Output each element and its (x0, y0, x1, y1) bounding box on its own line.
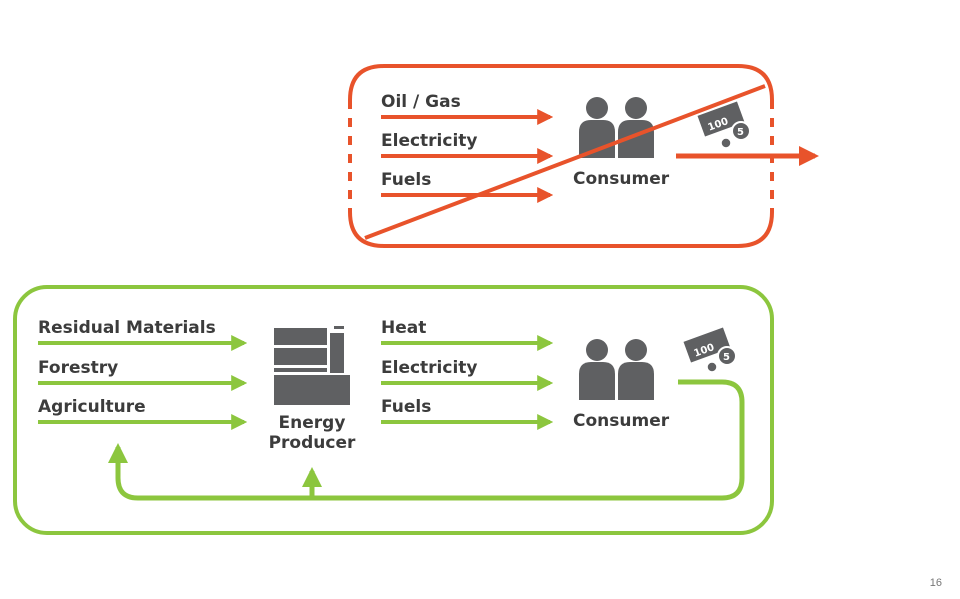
consumer-label: Consumer (573, 411, 670, 431)
regional-energy-system: Residual Materials Forestry Agriculture … (13, 285, 774, 535)
old-input-label-oil-gas: Oil / Gas (381, 92, 461, 112)
old-money-icon: 100 5 (697, 101, 751, 149)
old-input-label-fuels: Fuels (381, 170, 431, 190)
input-label-residual-materials: Residual Materials (38, 318, 216, 338)
consumer-people-icon (579, 339, 654, 400)
money-return-loop (108, 379, 745, 501)
producer-label-line1: Energy (279, 413, 346, 433)
output-label-electricity: Electricity (381, 358, 478, 378)
output-label-heat: Heat (381, 318, 426, 338)
output-label-fuels: Fuels (381, 397, 431, 417)
old-system-strike-line (364, 84, 766, 240)
old-system-box-solid (348, 64, 774, 248)
old-input-label-electricity: Electricity (381, 131, 478, 151)
input-label-forestry: Forestry (38, 358, 118, 378)
page-number: 16 (929, 577, 942, 589)
money-coin-value: 5 (723, 352, 730, 363)
old-consumer-people-icon (579, 97, 654, 158)
factory-icon (274, 326, 350, 405)
old-money-coin-value: 5 (737, 127, 744, 138)
old-consumer-label: Consumer (573, 169, 670, 189)
input-label-agriculture: Agriculture (38, 397, 146, 417)
old-energy-system: Oil / Gas Electricity Fuels Consumer 100… (348, 64, 819, 248)
regional-system-box (13, 285, 774, 535)
producer-label-line2: Producer (269, 433, 356, 453)
money-icon: 100 5 (683, 327, 737, 373)
